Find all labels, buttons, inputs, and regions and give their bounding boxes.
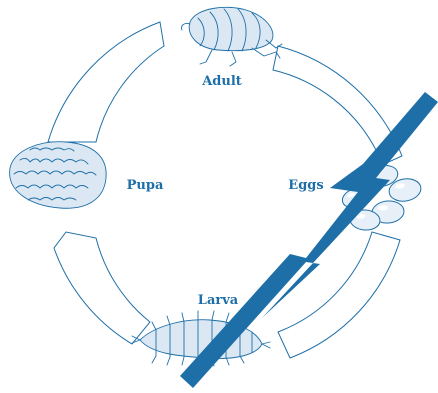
cycle-segment-eggs-larva: [278, 232, 400, 358]
stage-label-larva: Larva: [198, 293, 239, 308]
stage-label-adult: Adult: [201, 74, 242, 89]
flea-pupa-icon: [10, 142, 107, 209]
flea-adult-icon: [181, 7, 282, 66]
cycle-segment-pupa-adult: [48, 22, 164, 142]
cycle-segment-larva-pupa: [54, 232, 150, 344]
stage-label-eggs: Eggs: [288, 178, 323, 193]
stage-label-pupa: Pupa: [127, 178, 164, 193]
